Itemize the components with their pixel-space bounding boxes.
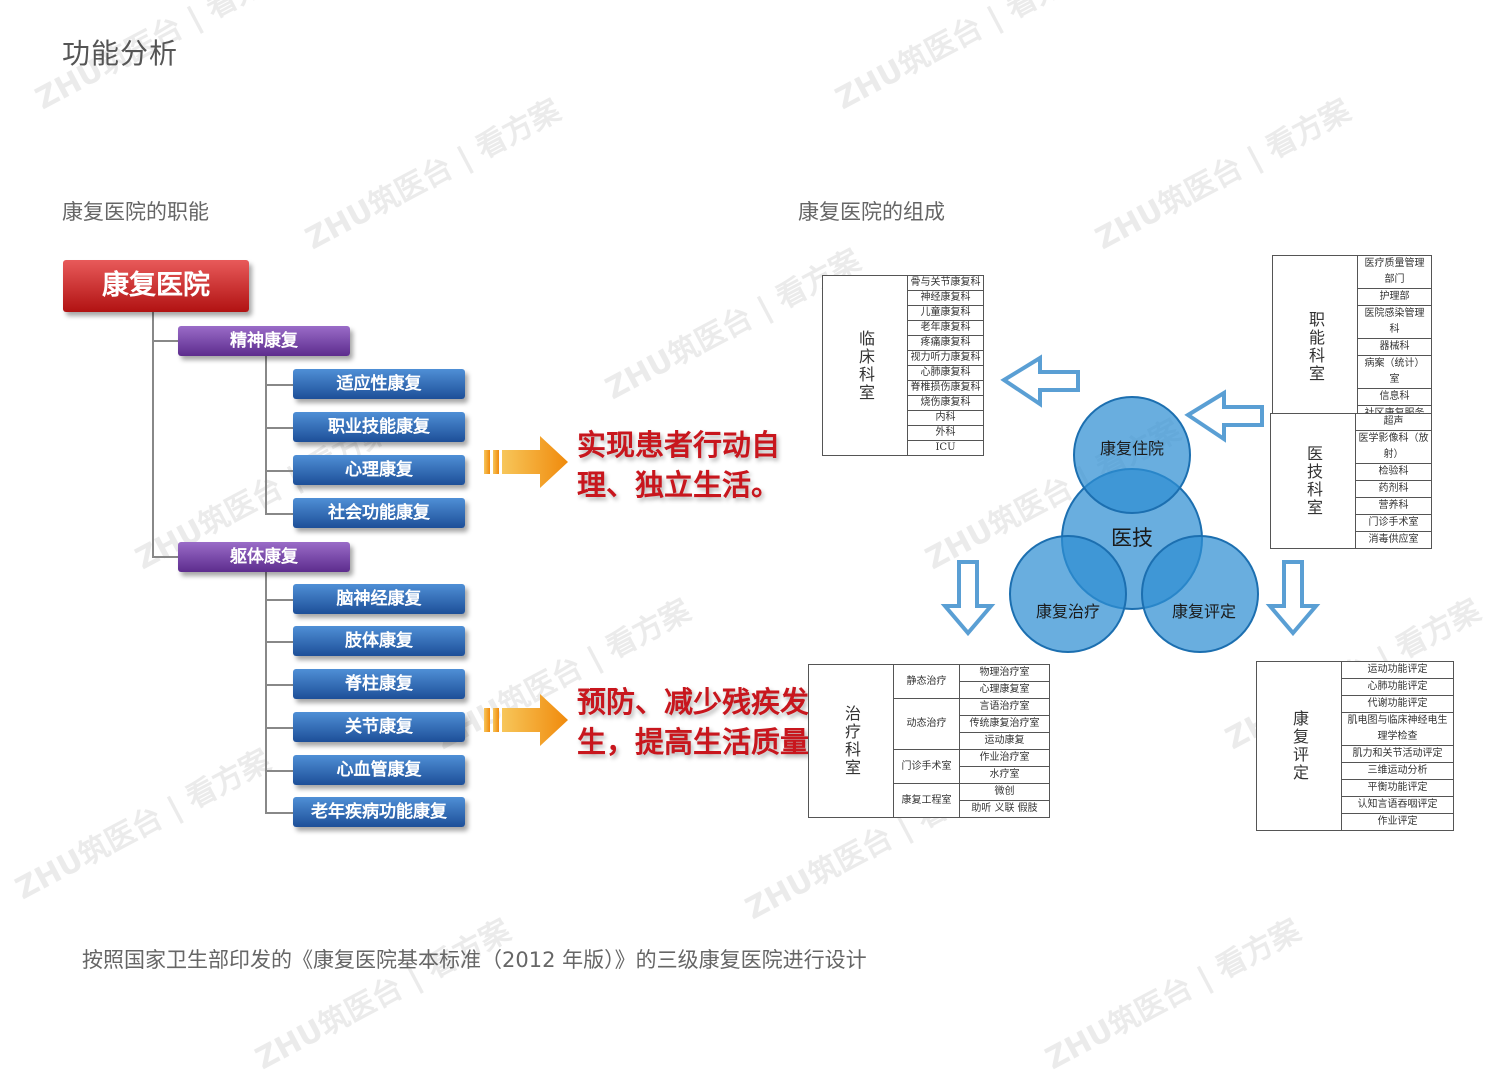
tree-leaf: 适应性康复 (293, 369, 465, 399)
arrow-to-clinical-icon (1000, 354, 1080, 408)
circle-label-left: 康复治疗 (1035, 602, 1100, 621)
watermark: ZHU筑医台 | 看方案 (299, 93, 567, 257)
outcome-2: 预防、减少残疾发生，提高生活质量。 (577, 685, 839, 759)
tree-leaf: 职业技能康复 (293, 412, 465, 442)
composition-diagram (940, 354, 1321, 653)
circle-top (1073, 396, 1191, 514)
circle-label-top: 康复住院 (1099, 439, 1164, 458)
watermark: ZHU筑医台 | 看方案 (1039, 913, 1307, 1077)
circle-right (1141, 535, 1259, 653)
tree-leaf: 肢体康复 (293, 626, 465, 656)
circle-left (1009, 535, 1127, 653)
left-section-title: 康复医院的职能 (62, 200, 209, 224)
tree-leaf: 心血管康复 (293, 755, 465, 785)
tree-leaf: 脊柱康复 (293, 669, 465, 699)
medtech-dept-table: 医技科室超声 医学影像科（放射） 检验科 药剂科 营养科 门诊手术室 消毒供应室 (1270, 413, 1432, 549)
watermark: ZHU筑医台 | 看方案 (249, 913, 517, 1077)
watermark: ZHU筑医台 | 看方案 (9, 743, 277, 907)
outcome-arrow-icon (484, 436, 568, 488)
tree-leaf: 心理康复 (293, 455, 465, 485)
therapy-dept-table: 治疗科室 静态治疗物理治疗室 心理康复室 动态治疗言语治疗室 传统康复治疗室 运… (808, 664, 1050, 818)
watermark: ZHU筑医台 | 看方案 (829, 0, 1097, 117)
page-title: 功能分析 (62, 37, 179, 70)
circle-label-right: 康复评定 (1171, 602, 1236, 621)
tree-leaf: 老年疾病功能康复 (293, 797, 465, 827)
circle-label-center: 医技 (1111, 526, 1153, 550)
tree-leaf: 社会功能康复 (293, 498, 465, 528)
functional-dept-table: 职能科室医疗质量管理部门 护理部 医院感染管理科 器械科 病案（统计）室 信息科… (1272, 255, 1432, 439)
clinical-dept-table: 临床科室骨与关节康复科 神经康复科 儿童康复科 老年康复科 疼痛康复科 视力听力… (822, 275, 984, 456)
tree-root: 康复医院 (63, 260, 249, 312)
outcome-1: 实现患者行动自理、独立生活。 (577, 428, 781, 502)
right-section-title: 康复医院的组成 (798, 200, 945, 224)
tree-leaf: 脑神经康复 (293, 584, 465, 614)
arrow-to-assessment-icon (1265, 560, 1321, 637)
tree-group-physical: 躯体康复 (178, 542, 350, 572)
arrow-to-therapy-icon (940, 560, 996, 637)
tree-group-mental: 精神康复 (178, 326, 350, 356)
footer-note: 按照国家卫生部印发的《康复医院基本标准（2012 年版）》的三级康复医院进行设计 (82, 948, 867, 972)
outcome-arrow-icon (484, 694, 568, 746)
tree-leaf: 关节康复 (293, 712, 465, 742)
watermark: ZHU筑医台 | 看方案 (1089, 93, 1357, 257)
assessment-dept-table: 康复评定运动功能评定 心肺功能评定 代谢功能评定 肌电图与临床神经电生理学检查 … (1256, 661, 1454, 831)
arrow-from-medtech-icon (1184, 389, 1264, 443)
